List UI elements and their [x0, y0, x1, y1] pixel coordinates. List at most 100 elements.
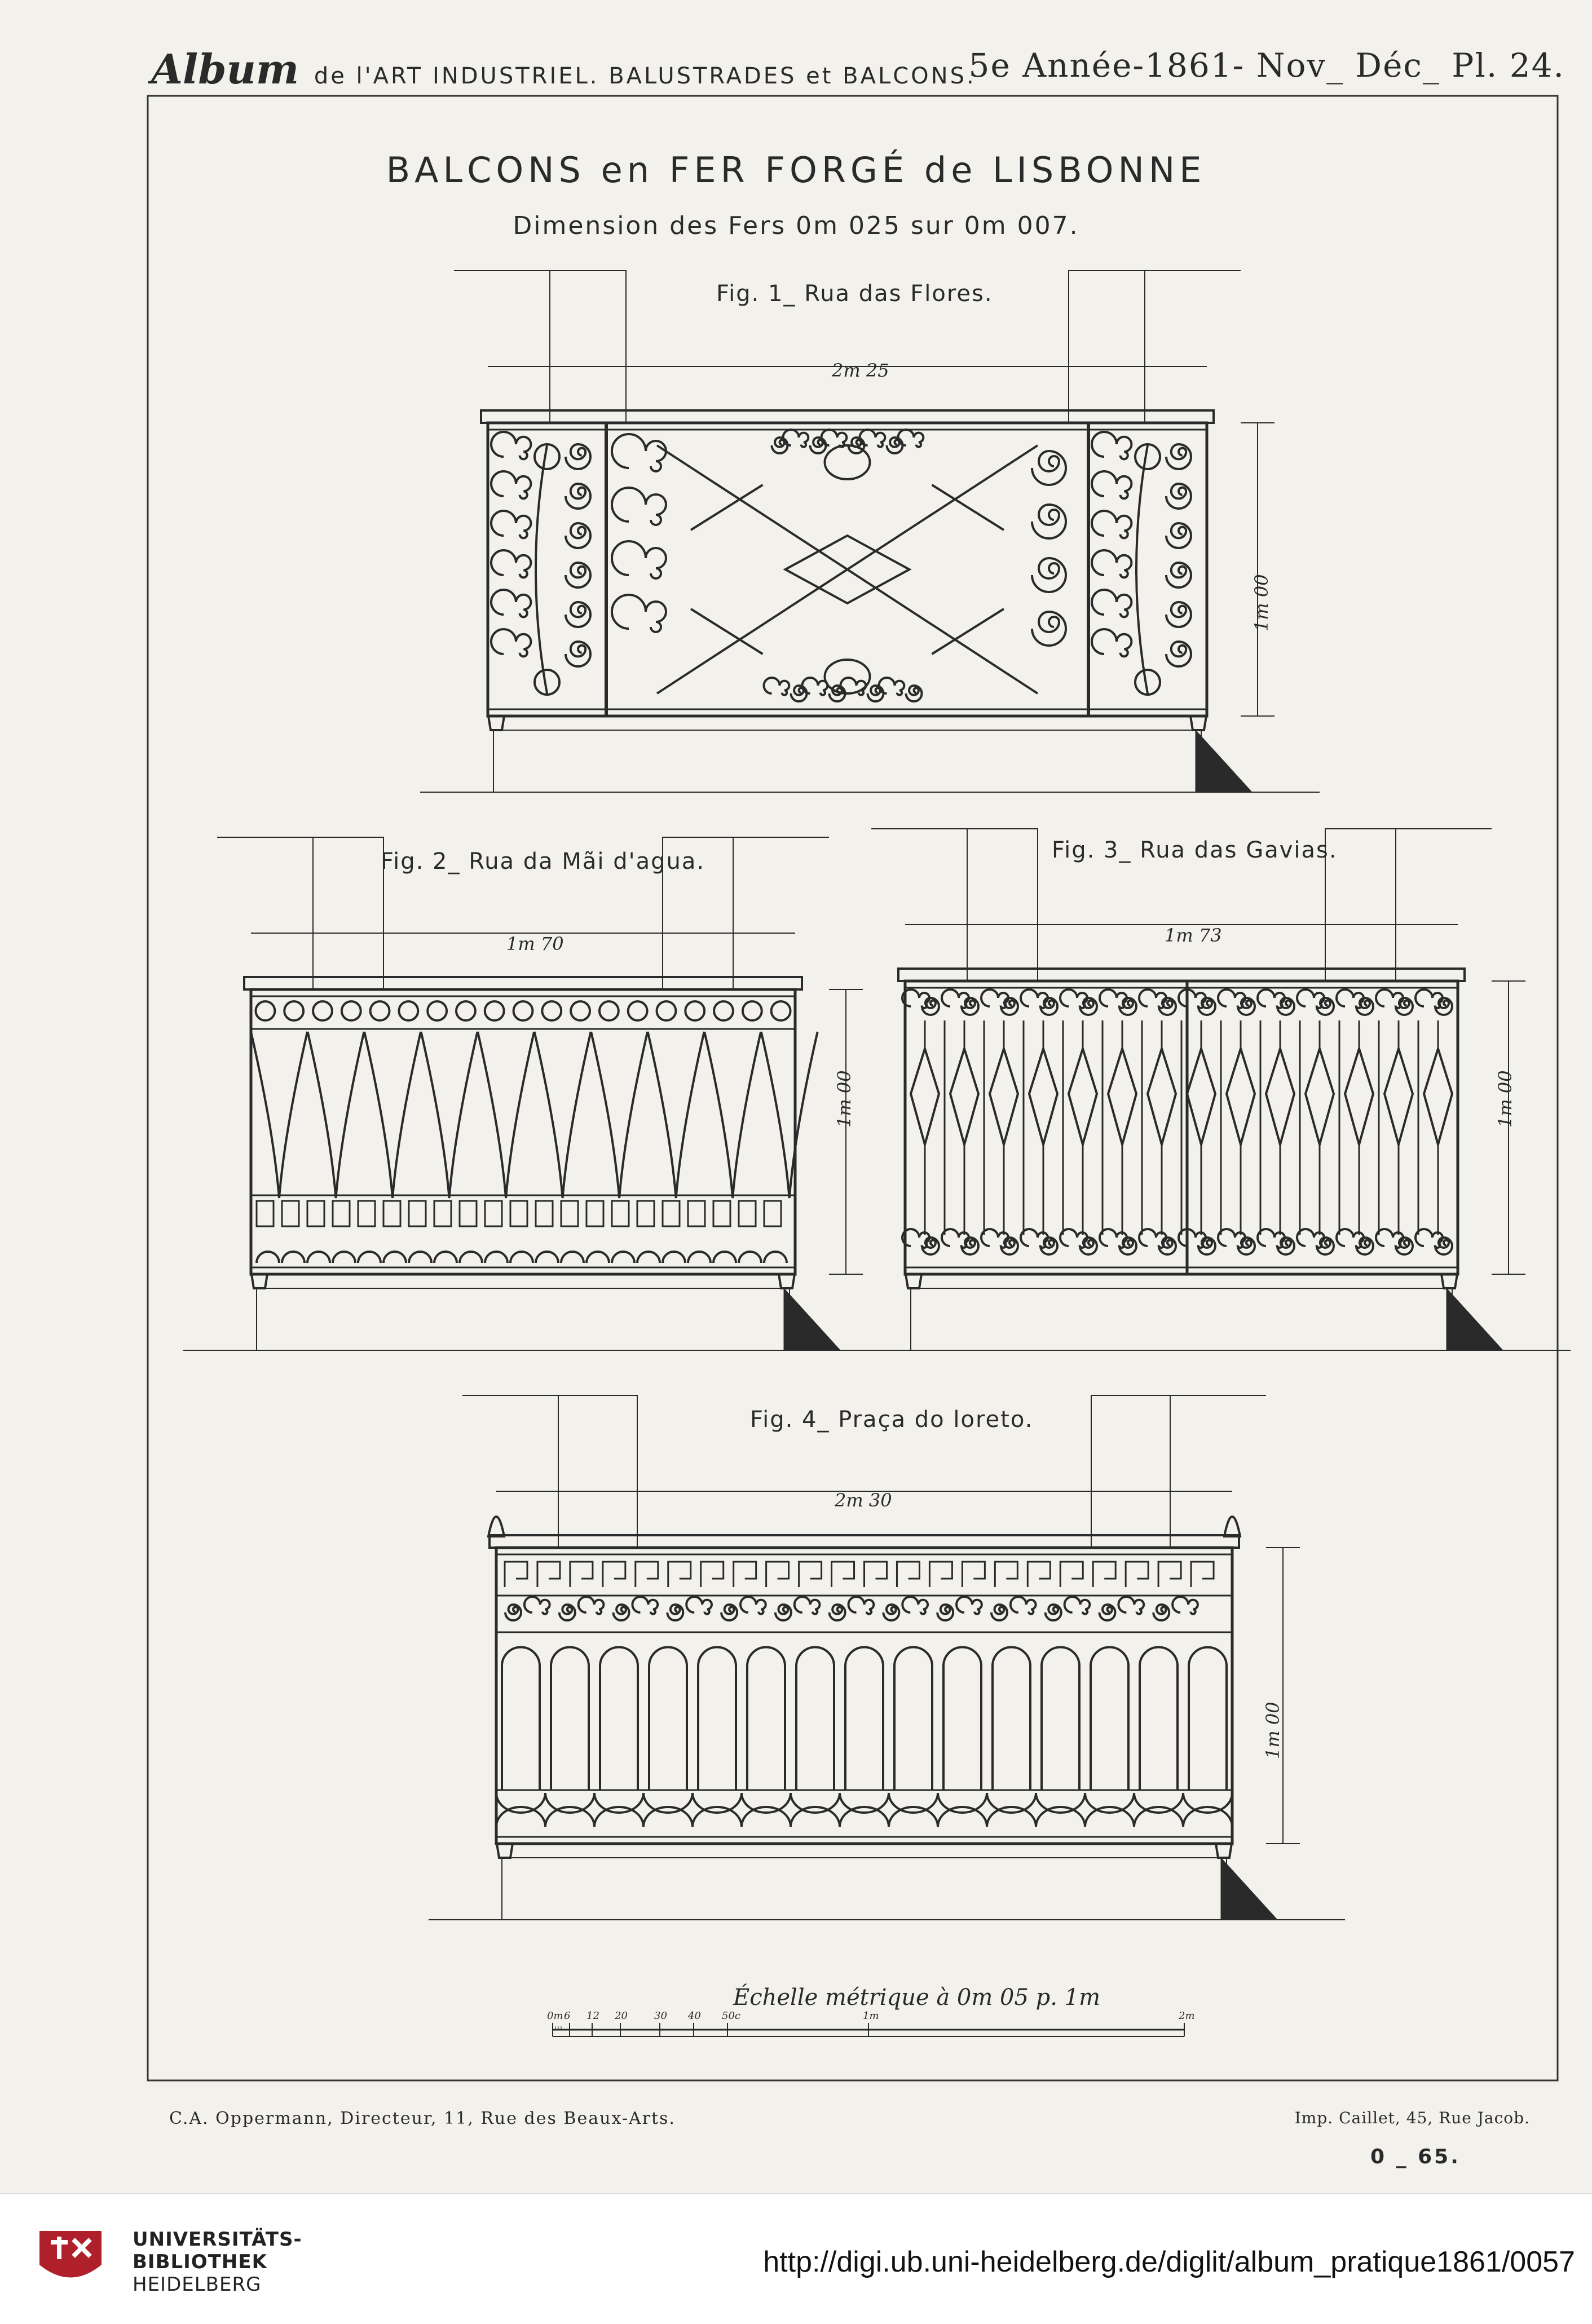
- scroll-ornament: [612, 1603, 630, 1622]
- baluster-lozenge: [1383, 1045, 1414, 1149]
- wall-pillar-left: [549, 270, 627, 423]
- top-ring: [570, 1000, 592, 1022]
- scroll-ornament: [960, 1236, 980, 1256]
- scroll-ornament: [1316, 996, 1335, 1016]
- wall-pillar-left: [967, 828, 1038, 982]
- lower-arch: [585, 1251, 610, 1263]
- baluster-lozenge: [1146, 1045, 1178, 1149]
- lower-scallop: [986, 1806, 1037, 1827]
- lower-arch: [357, 1251, 382, 1263]
- lower-scallop: [839, 1792, 890, 1814]
- scroll-ornament: [1031, 449, 1067, 486]
- greek-key: [928, 1561, 953, 1587]
- greek-key: [798, 1561, 823, 1587]
- side-rosette: [533, 669, 561, 696]
- side-rosette: [1134, 669, 1161, 696]
- slab-shadow: [1195, 729, 1253, 793]
- top-ring: [684, 1000, 706, 1022]
- lower-fret: [611, 1200, 630, 1227]
- top-ring: [312, 1000, 333, 1022]
- handrail: [480, 409, 1215, 424]
- lower-scallop: [1035, 1792, 1086, 1814]
- lower-scallop: [790, 1806, 841, 1827]
- scroll-ornament: [565, 443, 592, 470]
- scroll-ornament: [720, 1603, 739, 1622]
- railing-foot: [1440, 1273, 1459, 1289]
- figure-3-height-label: 1m 00: [1494, 1070, 1516, 1128]
- lower-scallop: [1182, 1792, 1233, 1814]
- scroll-ornament: [801, 677, 829, 696]
- figure-3-width-label: 1m 73: [1165, 925, 1222, 946]
- scroll-ornament: [1158, 1236, 1177, 1256]
- lower-fret: [484, 1200, 503, 1227]
- scroll-ornament: [611, 540, 667, 580]
- gothic-arch: [760, 1031, 819, 1199]
- lower-fret: [382, 1200, 402, 1227]
- plate-drawing: [147, 95, 1571, 2082]
- top-ring: [541, 1000, 563, 1022]
- greek-key: [1124, 1561, 1149, 1587]
- scroll-ornament: [1165, 443, 1192, 470]
- arched-panel: [550, 1646, 590, 1790]
- lower-scallop: [937, 1806, 988, 1827]
- scroll-ornament: [1165, 522, 1192, 549]
- figure-4-width-label: 2m 30: [835, 1490, 892, 1511]
- scroll-ornament: [565, 640, 592, 668]
- scroll-ornament: [565, 482, 592, 510]
- lower-scallop: [593, 1792, 645, 1814]
- scroll-ornament: [1171, 1596, 1199, 1615]
- figure-4-drawing: [429, 1395, 1345, 1920]
- center-rosette: [823, 444, 871, 480]
- greek-key: [602, 1561, 627, 1587]
- lower-scallop: [642, 1806, 694, 1827]
- lower-fret: [712, 1200, 731, 1227]
- arched-panel: [1188, 1646, 1228, 1790]
- gothic-arch: [590, 1031, 649, 1199]
- scroll-ornament: [611, 433, 667, 472]
- lower-fret: [332, 1200, 351, 1227]
- scroll-ornament: [858, 428, 887, 448]
- railing-foot: [904, 1273, 923, 1289]
- center-lattice: [656, 444, 1039, 695]
- wall-pillar-right: [1091, 1395, 1171, 1548]
- scroll-ornament: [820, 428, 848, 448]
- scroll-ornament: [1091, 470, 1133, 500]
- top-ring: [770, 1000, 792, 1022]
- scroll-ornament: [1079, 996, 1098, 1016]
- lower-scallop: [495, 1792, 546, 1814]
- greek-key: [1190, 1561, 1215, 1587]
- lower-arch: [611, 1251, 636, 1263]
- scale-tick-label: 0m: [547, 2010, 563, 2022]
- gothic-arch: [250, 1031, 308, 1199]
- scroll-ornament: [1091, 431, 1133, 461]
- greek-key: [1092, 1561, 1117, 1587]
- header-left: Album de l'ART INDUSTRIEL. BALUSTRADES e…: [151, 45, 976, 93]
- metric-scale-bar: [552, 2023, 1185, 2037]
- lower-arch: [458, 1251, 483, 1263]
- scroll-ornament: [877, 677, 906, 696]
- balcony-slab: [256, 1288, 790, 1351]
- lower-fret: [738, 1200, 757, 1227]
- greek-key: [994, 1561, 1018, 1587]
- arched-panel: [1040, 1646, 1081, 1790]
- scroll-ornament: [1355, 996, 1374, 1016]
- arched-panel: [795, 1646, 835, 1790]
- scroll-ornament: [866, 684, 885, 702]
- lower-scallop: [691, 1792, 743, 1814]
- source-url-link[interactable]: http://digi.ub.uni-heidelberg.de/diglit/…: [763, 2246, 1575, 2278]
- baluster-lozenge: [1106, 1045, 1138, 1149]
- handrail: [243, 976, 803, 991]
- top-ring: [741, 1000, 763, 1022]
- top-ring: [340, 1000, 362, 1022]
- lower-scallop: [495, 1806, 546, 1827]
- lower-scallop: [691, 1806, 743, 1827]
- greek-key: [863, 1561, 888, 1587]
- scale-tick-label: 12: [586, 2010, 599, 2022]
- greek-key: [896, 1561, 920, 1587]
- scroll-ornament: [839, 677, 867, 696]
- lower-arch: [535, 1251, 559, 1263]
- scroll-ornament: [770, 436, 789, 454]
- top-ring: [426, 1000, 448, 1022]
- greek-key: [700, 1561, 725, 1587]
- scroll-ornament: [1091, 510, 1133, 540]
